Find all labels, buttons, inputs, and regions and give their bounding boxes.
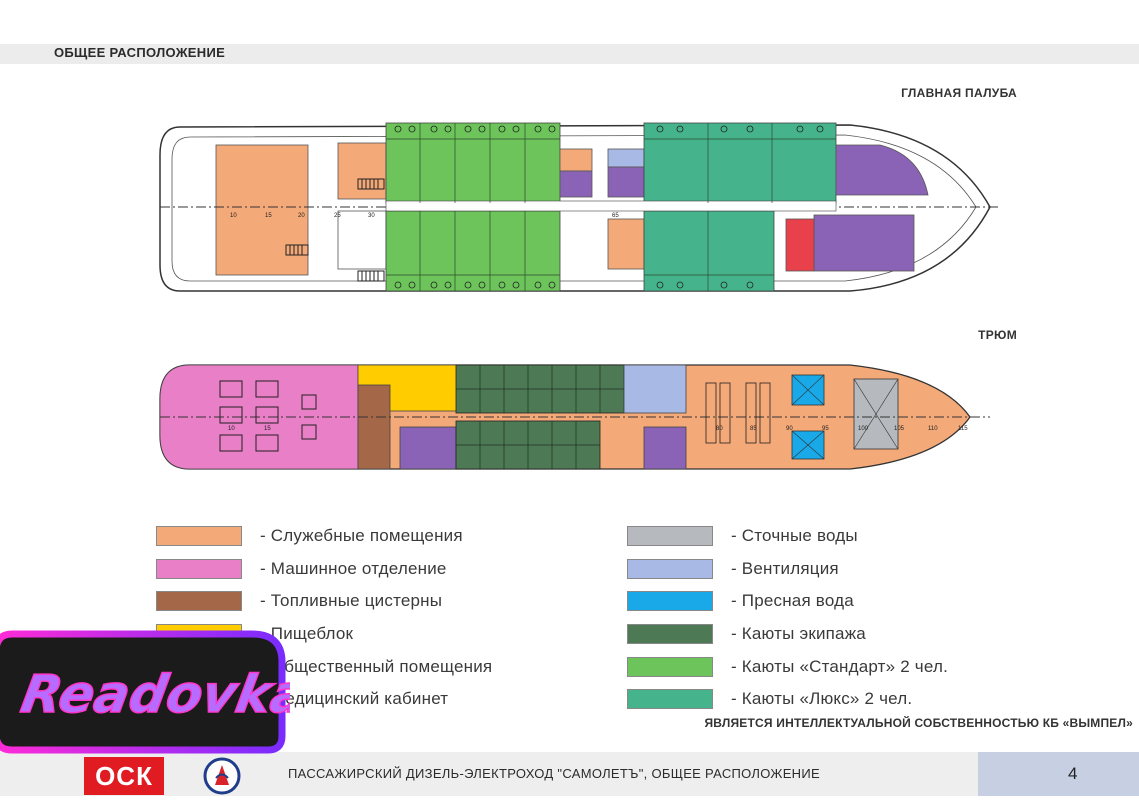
hold-deck-label: ТРЮМ — [978, 328, 1017, 342]
frame-label: 105 — [894, 426, 905, 432]
zone-purple-hold-2 — [643, 426, 687, 470]
legend-swatch — [156, 591, 242, 612]
osk-logo: ОСК — [84, 757, 164, 795]
legend-label: - Сточные воды — [731, 526, 858, 546]
zone-fuel-tank — [357, 384, 391, 470]
legend-item: - Каюты экипажа — [627, 618, 948, 651]
frame-label: 15 — [264, 426, 271, 432]
zone-lux-top — [643, 122, 837, 204]
hold-deck-plan: 10 15 80 85 90 95 100 105 110 115 — [159, 364, 990, 470]
frame-label: 10 — [228, 426, 235, 432]
legend-label: - Каюты «Люкс» 2 чел. — [731, 689, 913, 709]
legend-label: - Пресная вода — [731, 591, 854, 611]
title-bar — [0, 44, 1139, 64]
legend-swatch — [627, 656, 713, 677]
zone-standard-bottom — [385, 210, 561, 292]
main-deck-cabin-grid — [386, 123, 836, 291]
legend-swatch — [627, 624, 713, 645]
main-deck-corridor — [385, 200, 837, 212]
legend-swatch — [627, 558, 713, 579]
zone-purple-fore-top — [835, 144, 929, 196]
main-deck-stairs — [285, 178, 385, 282]
zone-service-mid-lower — [337, 210, 387, 270]
zone-standard-top — [385, 122, 561, 204]
frame-label: 90 — [786, 426, 793, 432]
zone-purple-center — [559, 170, 593, 198]
frame-label: 10 — [230, 213, 237, 219]
frame-label: 25 — [334, 213, 341, 219]
readovka-watermark-logo: Readovka — [0, 630, 290, 754]
legend-swatch — [627, 689, 713, 710]
frame-label: 30 — [368, 213, 375, 219]
frame-label: 85 — [750, 426, 757, 432]
zone-purple-hold-1 — [399, 426, 457, 470]
zone-lux-bottom — [643, 210, 775, 292]
main-deck-windows — [394, 125, 824, 289]
zone-service-center-bottom — [607, 218, 645, 270]
legend-label: - Каюты «Стандарт» 2 чел. — [731, 656, 949, 676]
legend-label: - Пищеблок — [260, 624, 354, 644]
frame-label: 115 — [958, 426, 968, 432]
legend-swatch — [627, 591, 713, 612]
zone-service-center-top — [559, 148, 593, 172]
frame-label: 20 — [298, 213, 305, 219]
page-title: ОБЩЕЕ РАСПОЛОЖЕНИЕ — [54, 45, 226, 60]
legend-item: - Каюты «Стандарт» 2 чел. — [627, 650, 948, 683]
legend-label: - Медицинский кабинет — [260, 689, 449, 709]
legend-swatch — [627, 526, 713, 547]
footer-caption: ПАССАЖИРСКИЙ ДИЗЕЛЬ-ЭЛЕКТРОХОД "САМОЛЕТЪ… — [288, 766, 820, 781]
legend-item: - Топливные цистерны — [156, 585, 492, 618]
vympel-emblem-icon — [203, 757, 241, 795]
hold-berths — [705, 382, 771, 444]
zone-ventilation-hold — [623, 364, 687, 414]
footer-bar — [0, 752, 1139, 796]
legend-item: - Служебные помещения — [156, 520, 492, 553]
legend-label: - Каюты экипажа — [731, 624, 866, 644]
legend-label: - Общественный помещения — [260, 656, 493, 676]
legend-label: - Служебные помещения — [260, 526, 463, 546]
main-deck-plan: 10 15 20 25 30 65 — [159, 122, 1000, 292]
hold-engines — [219, 380, 317, 452]
zone-service-mid — [337, 142, 387, 200]
readovka-watermark-text: Readovka — [17, 664, 290, 725]
footer-page-box — [978, 752, 1139, 796]
main-deck-inner-hull — [171, 134, 977, 282]
legend-swatch — [156, 526, 242, 547]
legend-item: - Каюты «Люкс» 2 чел. — [627, 683, 948, 716]
zone-service-aft — [215, 144, 309, 276]
legend-item: - Машинное отделение — [156, 553, 492, 586]
frame-label: 95 — [822, 426, 829, 432]
frame-label: 65 — [612, 213, 619, 219]
legend-label: - Топливные цистерны — [260, 591, 443, 611]
zone-purple-center-2 — [607, 166, 645, 198]
page-number: 4 — [1068, 764, 1078, 783]
legend-label: - Вентиляция — [731, 558, 839, 578]
frame-label: 15 — [265, 213, 272, 219]
frame-label: 100 — [858, 426, 869, 432]
main-deck-label: ГЛАВНАЯ ПАЛУБА — [901, 86, 1017, 100]
frame-label: 110 — [928, 426, 938, 432]
legend-swatch — [156, 558, 242, 579]
zone-ventilation-main — [607, 148, 645, 168]
zone-red-room — [785, 218, 815, 272]
legend-item: - Пресная вода — [627, 585, 948, 618]
legend-item: - Сточные воды — [627, 520, 948, 553]
legend-right: - Сточные воды - Вентиляция - Пресная во… — [627, 520, 948, 716]
legend-label: - Машинное отделение — [260, 558, 447, 578]
ip-ownership-note: ЯВЛЯЕТСЯ ИНТЕЛЛЕКТУАЛЬНОЙ СОБСТВЕННОСТЬЮ… — [704, 716, 1133, 730]
frame-label: 80 — [716, 426, 723, 432]
hold-crew-grid — [456, 365, 624, 469]
zone-purple-fore-bottom — [813, 214, 915, 272]
legend-item: - Вентиляция — [627, 553, 948, 586]
